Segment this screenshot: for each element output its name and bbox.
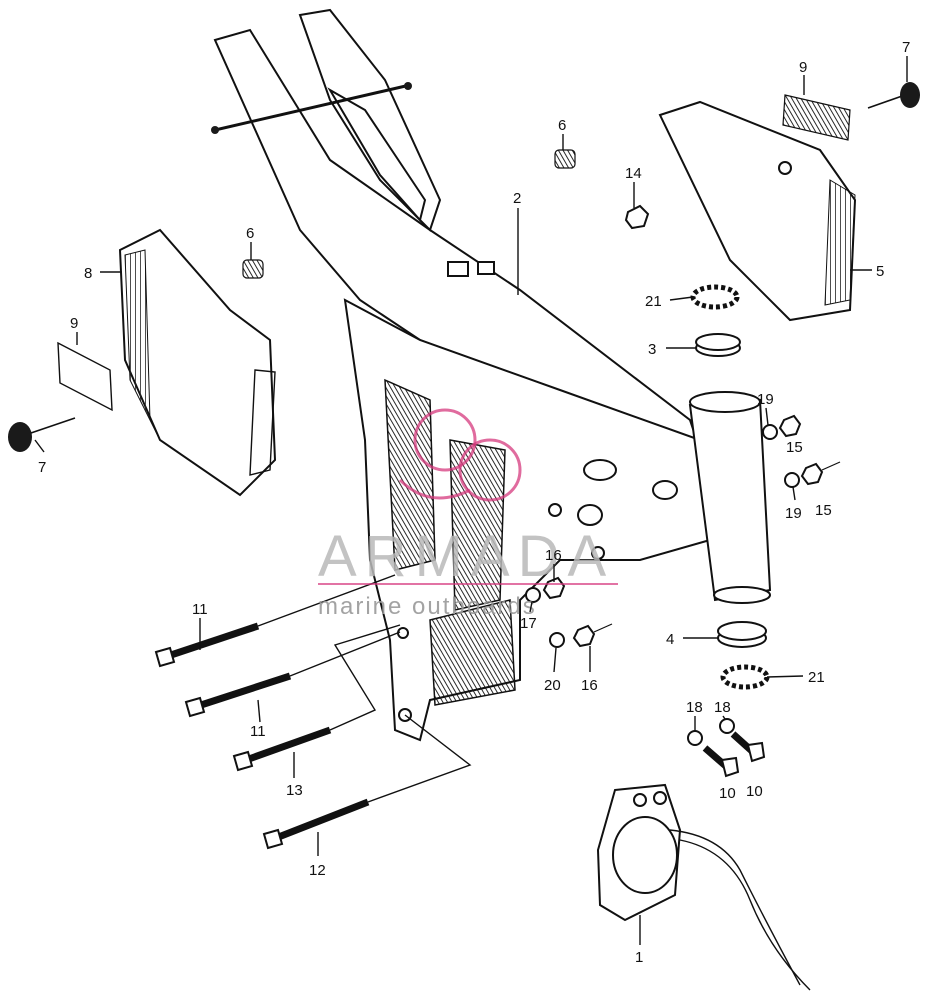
callout-2: 2 [513,190,521,207]
watermark-brand: ARMADA [318,524,614,589]
bearing-race-upper [695,333,741,357]
nut-16b [572,624,596,648]
ignition-unit [596,783,811,991]
washer-18a [687,730,703,746]
callout-15-upper: 15 [786,439,803,456]
washer-19a [762,424,778,440]
bolt-11-lower [184,672,292,718]
bearing-race-lower [717,621,767,648]
callout-7-left: 7 [38,459,46,476]
grommet-upper [554,149,576,169]
callout-18-right: 18 [714,699,731,716]
callout-4: 4 [666,631,674,648]
callout-17: 17 [520,615,537,632]
nut-14 [624,204,650,230]
washer-19b [784,472,800,488]
callout-21-upper: 21 [645,293,662,310]
watermark-tagline: marine outboards [318,593,537,620]
callout-labels: 1 2 3 4 5 6 6 7 7 8 9 9 10 10 11 11 12 1… [38,39,910,966]
callout-20: 20 [544,677,561,694]
callout-16-lower: 16 [581,677,598,694]
washer-17 [525,587,541,603]
knob-screw-right [867,82,920,109]
callout-leaders [34,56,908,945]
watermark: ARMADA marine outboards [318,408,618,620]
callout-9-left: 9 [70,315,78,332]
callout-11-upper: 11 [192,601,208,618]
knob-screw-left [8,417,76,452]
emblem-right [782,94,851,141]
bolt-13 [232,726,332,772]
callout-13: 13 [286,782,303,799]
right-side-cover [658,100,857,322]
bolt-12 [262,798,370,850]
callout-10-left: 10 [719,785,736,802]
callout-18-left: 18 [686,699,703,716]
washer-20 [549,632,565,648]
callout-7-right: 7 [902,39,910,56]
callout-10-right: 10 [746,783,763,800]
callout-8: 8 [84,265,92,282]
callout-14: 14 [625,165,642,182]
nut-15b [800,462,824,486]
left-side-cover [118,228,277,497]
callout-15-lower: 15 [815,502,832,519]
callout-3: 3 [648,341,656,358]
callout-5: 5 [876,263,884,280]
callout-19-lower: 19 [785,505,802,522]
watermark-logo-icon [398,408,522,502]
bolt-10b [730,731,766,763]
callout-12: 12 [309,862,326,879]
callout-6-upper: 6 [558,117,566,134]
bolt-10a [702,745,740,778]
nut-15a [778,414,802,438]
steel-balls-upper [690,284,740,310]
callout-21-lower: 21 [808,669,825,686]
bolt-11-upper [154,622,260,668]
callout-19-upper: 19 [757,391,774,408]
callout-16-upper: 16 [545,547,562,564]
callout-9-right: 9 [799,59,807,76]
callout-6-left: 6 [246,225,254,242]
washer-18b [719,718,735,734]
callout-11-lower: 11 [250,723,266,740]
callout-1: 1 [635,949,643,966]
grommet-left [242,259,264,279]
emblem-left [57,341,113,412]
steel-balls-lower [720,664,770,690]
